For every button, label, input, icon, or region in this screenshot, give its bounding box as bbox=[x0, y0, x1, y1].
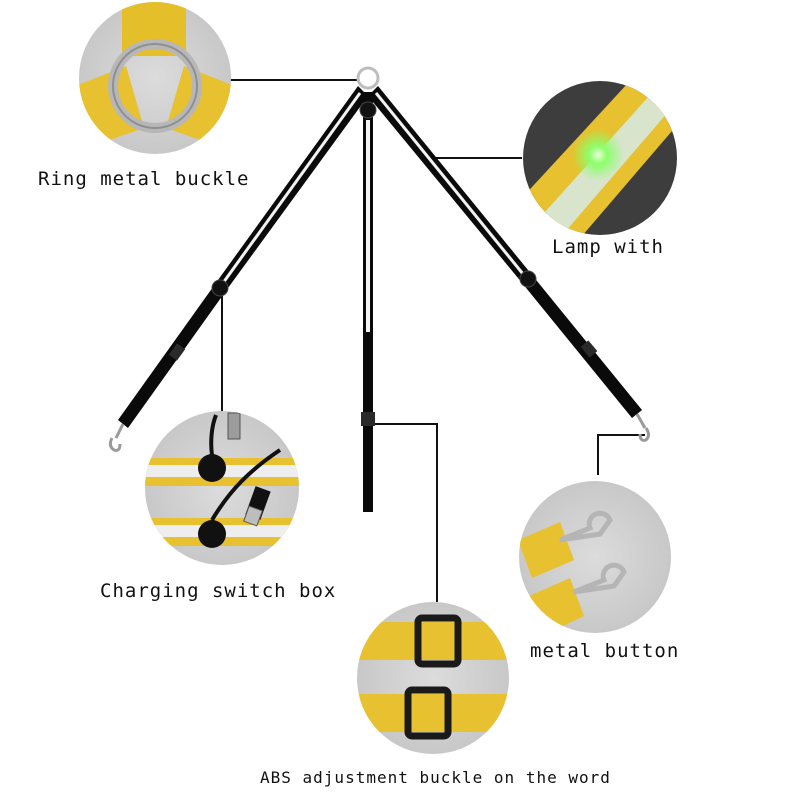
callout-lines bbox=[221, 79, 645, 602]
abs-buckle-photo bbox=[357, 602, 509, 754]
left-strap bbox=[108, 86, 368, 452]
top-ring bbox=[356, 66, 380, 90]
led-button-1 bbox=[198, 454, 226, 482]
charging-photo bbox=[145, 411, 299, 565]
callout-metal bbox=[597, 434, 645, 475]
label-ring-metal-buckle: Ring metal buckle bbox=[38, 168, 250, 190]
led-badge-middle bbox=[359, 101, 377, 119]
label-abs-adjustment-buckle: ABS adjustment buckle on the word bbox=[260, 768, 611, 787]
label-lamp-with: Lamp with bbox=[552, 236, 664, 258]
lamp-photo bbox=[523, 81, 677, 235]
callout-abs bbox=[372, 423, 438, 602]
label-charging-switch-box: Charging switch box bbox=[100, 580, 337, 602]
leash bbox=[108, 66, 650, 512]
middle-strap bbox=[359, 92, 377, 512]
led-button-2 bbox=[198, 520, 226, 548]
metal-button-photo bbox=[519, 481, 671, 633]
ring-buckle-photo bbox=[79, 2, 231, 154]
right-strap bbox=[368, 86, 650, 442]
led-badge-left bbox=[211, 279, 229, 297]
led-badge-right bbox=[519, 270, 537, 288]
label-metal-button: metal button bbox=[530, 640, 680, 662]
